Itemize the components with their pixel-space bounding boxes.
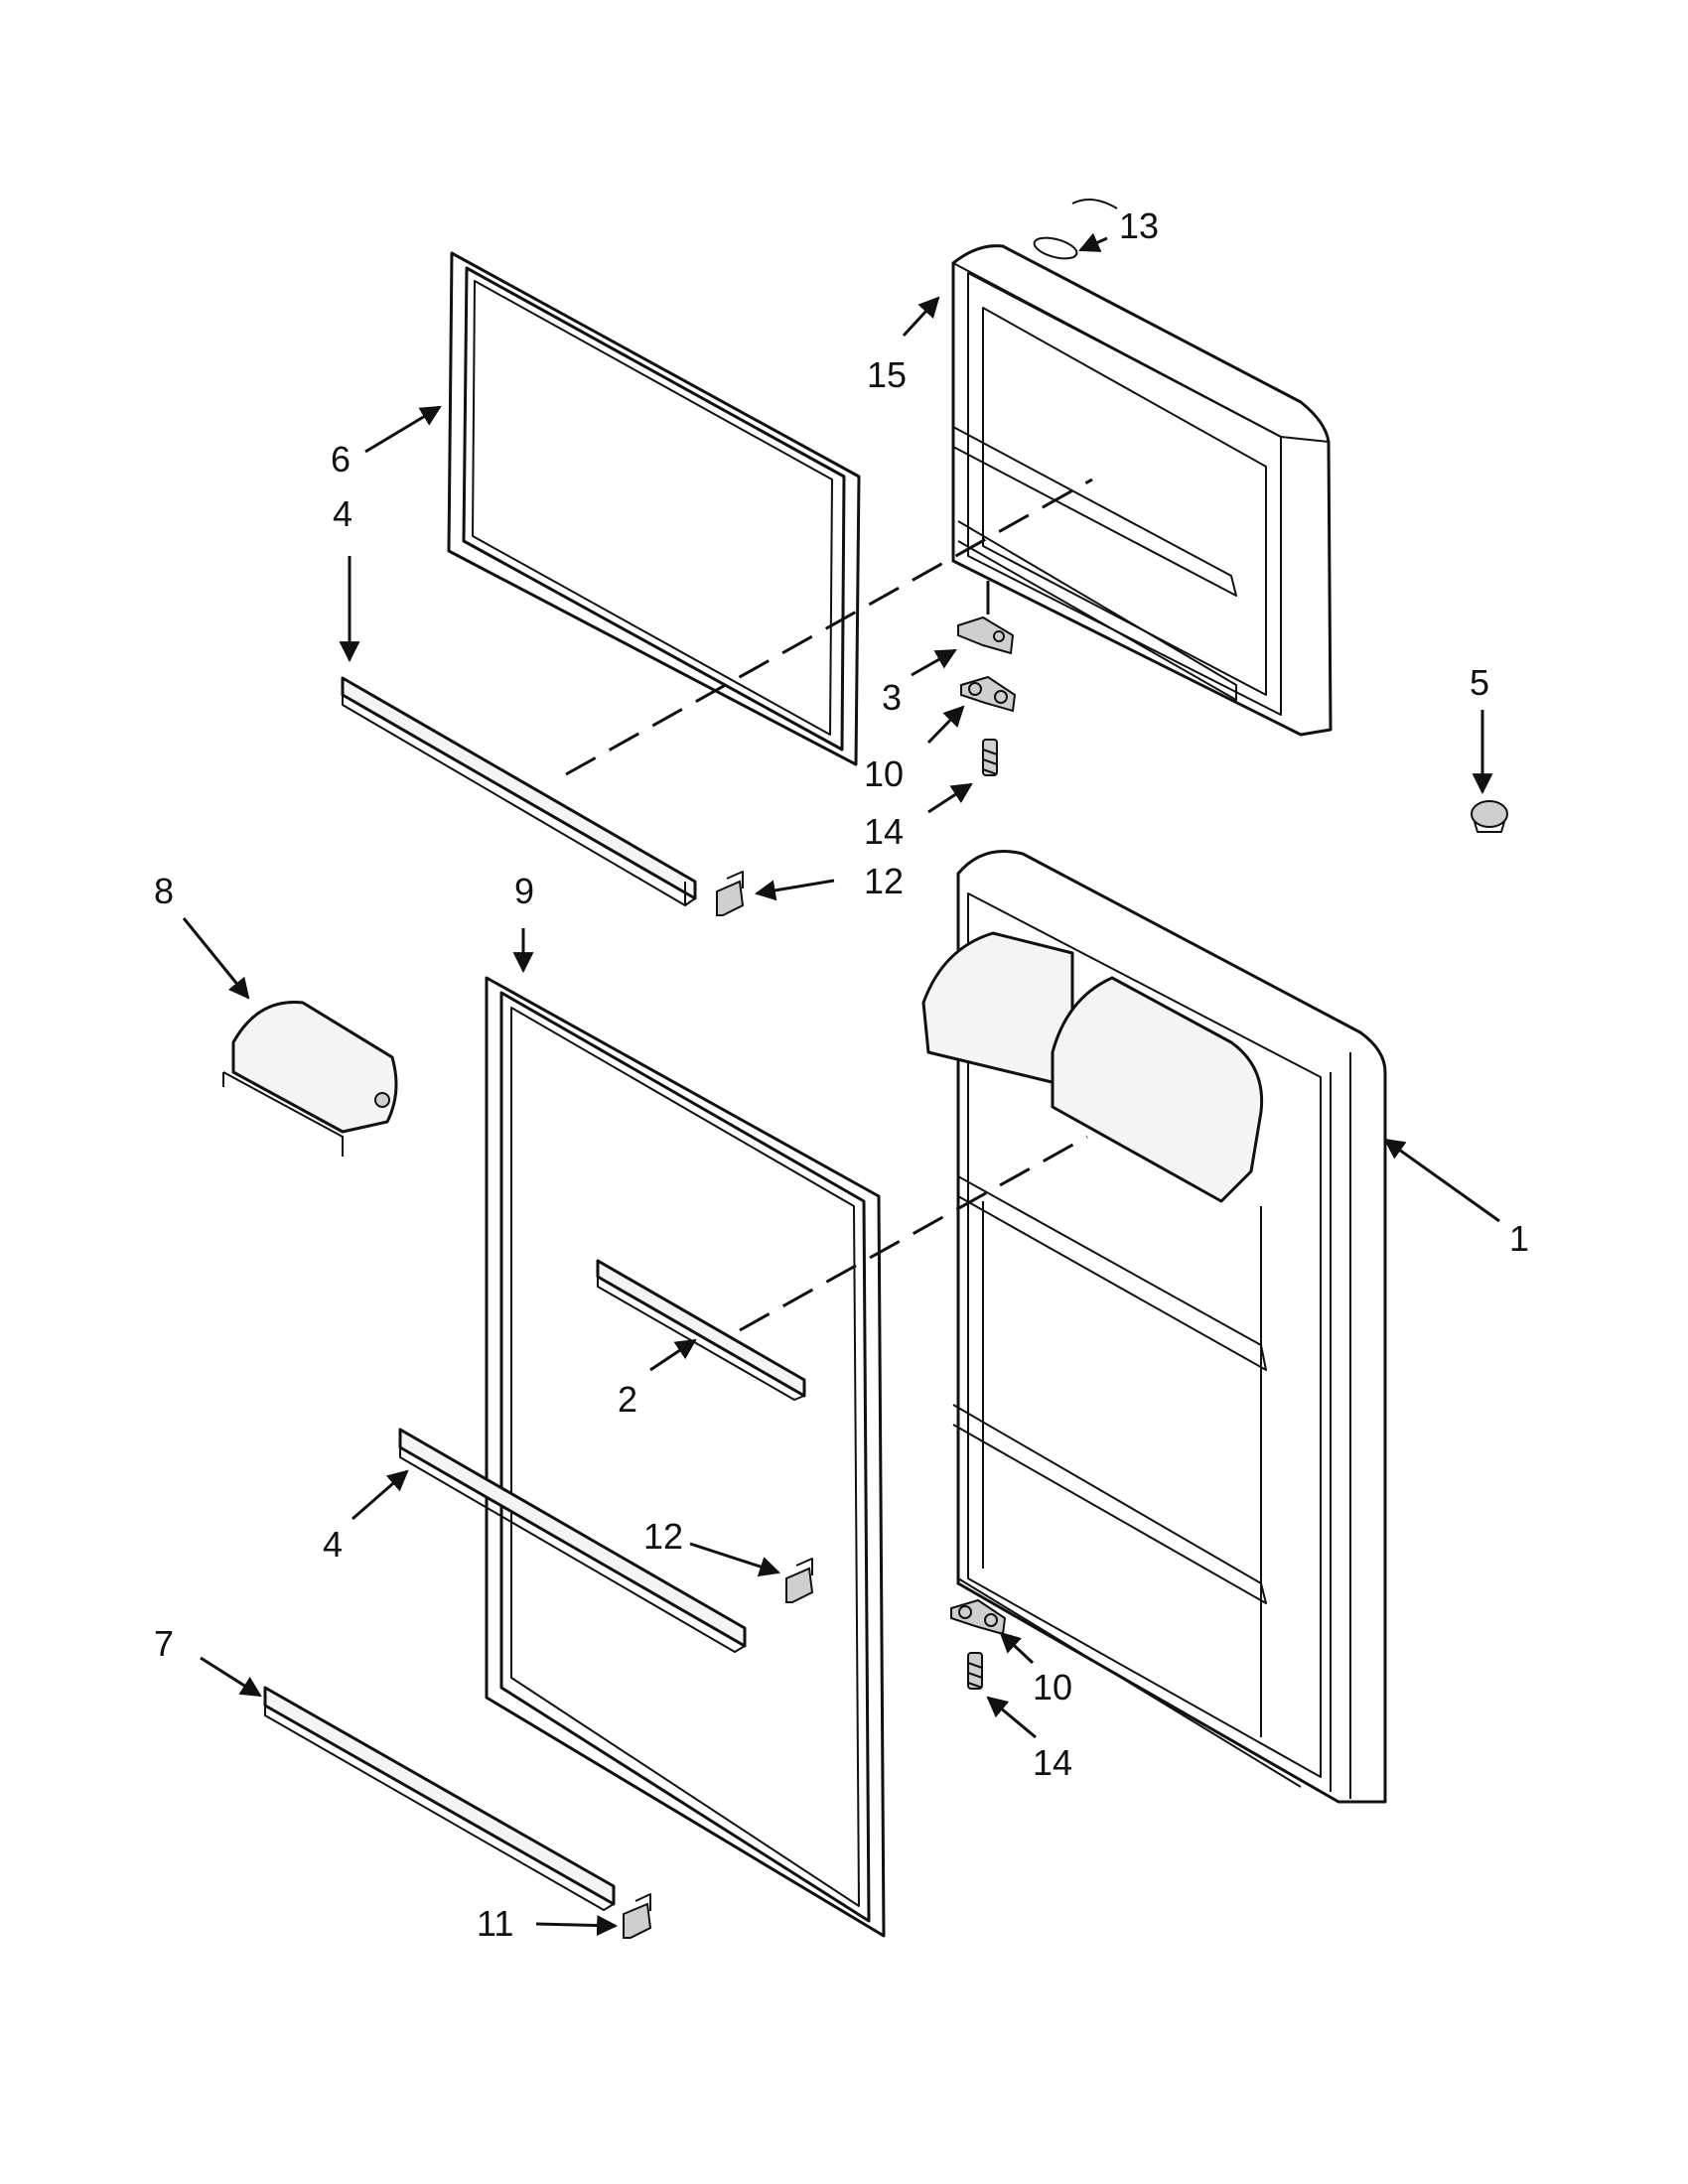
bottom-rail-part-7: [263, 1686, 616, 1911]
callout-12-upper: 12: [864, 861, 904, 901]
callout-12-lower: 12: [643, 1516, 683, 1557]
leader-12a: [754, 879, 835, 901]
callout-11: 11: [477, 1903, 513, 1944]
leader-11: [535, 1915, 619, 1937]
door-shelf-rail-part-4-lower: [398, 1428, 747, 1653]
callout-7: 7: [154, 1623, 174, 1664]
callout-3: 3: [882, 677, 902, 718]
callout-13: 13: [1119, 205, 1159, 246]
fresh-food-door-part-1: [921, 850, 1387, 1804]
callout-5: 5: [1470, 662, 1489, 703]
leader-8: [182, 917, 250, 1000]
callout-8: 8: [154, 871, 174, 911]
badge-part-13: [1033, 236, 1078, 260]
callout-10-lower: 10: [1033, 1667, 1072, 1707]
callout-14-lower: 14: [1033, 1742, 1072, 1783]
callout-6: 6: [331, 439, 351, 479]
leader-4b: [352, 1469, 409, 1521]
rail-clip-part-12-lower: [785, 1558, 814, 1603]
callout-14-upper: 14: [864, 811, 904, 852]
freezer-shelf-rail-part-4: [341, 676, 697, 906]
leader-arrows: [182, 232, 1500, 1937]
upper-hinge-part-3: [957, 615, 1015, 655]
rail-clip-part-12-upper: [716, 871, 745, 916]
callout-10-upper: 10: [864, 753, 904, 794]
hinge-screw-part-14-lower: [967, 1652, 983, 1690]
leader-14a: [927, 782, 973, 814]
dairy-cover-part-8: [222, 1001, 398, 1157]
leader-12b: [689, 1542, 780, 1577]
leader-6: [364, 405, 442, 454]
leader-10a: [926, 705, 965, 745]
leader-15: [902, 296, 940, 338]
hinge-bracket-part-10-upper: [960, 675, 1017, 713]
hinge-screw-part-14-upper: [982, 739, 998, 776]
callout-1: 1: [1509, 1218, 1529, 1259]
alignment-line-fresh-food: [739, 1135, 1088, 1332]
leader-3: [911, 648, 957, 677]
leader-7: [200, 1656, 262, 1698]
hole-plug-part-5: [1471, 800, 1508, 833]
freezer-door-part-15: [951, 199, 1333, 737]
callout-15: 15: [867, 354, 907, 395]
callout-4-upper: 4: [333, 493, 352, 534]
fresh-food-gasket-part-9: [485, 976, 886, 1938]
callout-labels: 1 2 3 4 4 5 6 7 8 9 10 10 11 12 12 13 14…: [154, 205, 1529, 1944]
alignment-line-freezer: [565, 478, 1093, 776]
leader-14b: [986, 1696, 1037, 1739]
callout-9: 9: [514, 871, 534, 911]
leader-2: [649, 1338, 697, 1372]
leader-1: [1383, 1138, 1500, 1223]
end-cap-part-11: [623, 1893, 652, 1939]
leader-10b: [999, 1631, 1035, 1665]
leader-13: [1078, 232, 1108, 252]
freezer-gasket-part-6: [447, 251, 861, 766]
callout-4-lower: 4: [323, 1524, 343, 1565]
callout-2: 2: [618, 1379, 637, 1420]
